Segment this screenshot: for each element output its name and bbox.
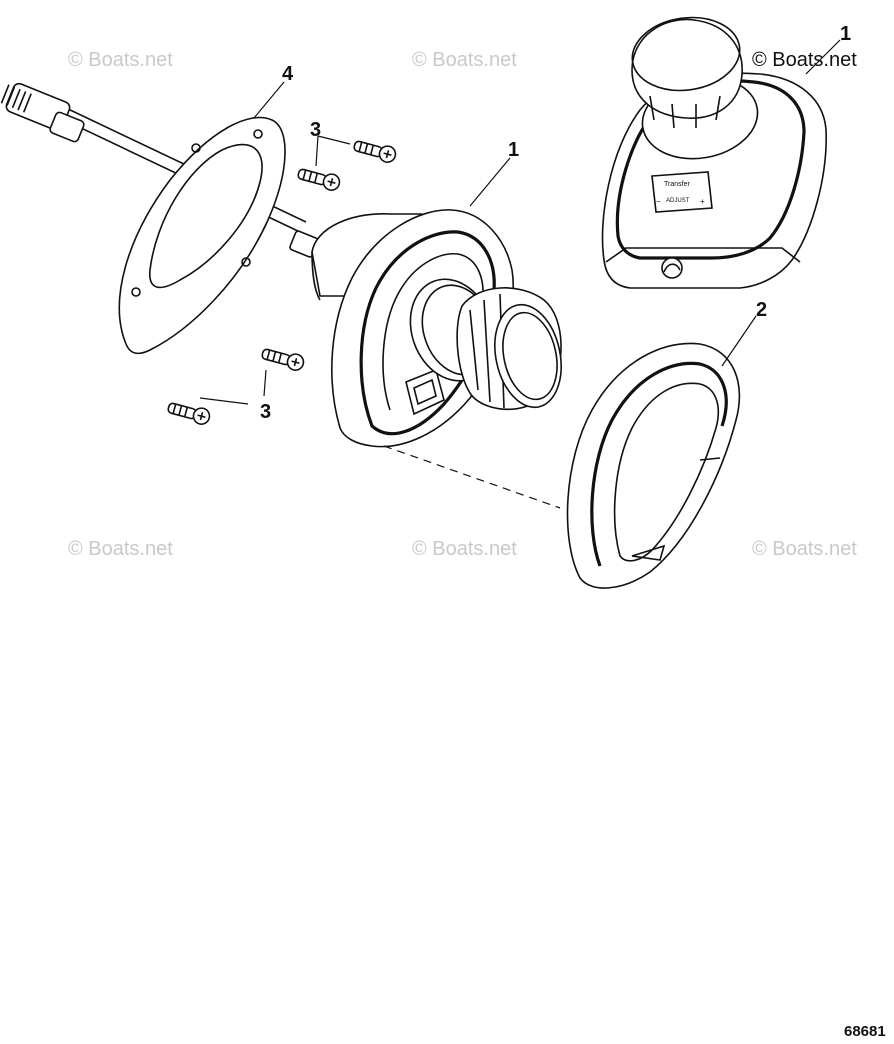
watermark-bottom-center: © Boats.net (412, 538, 517, 560)
inset-panel-label-line2: ADJUST (666, 198, 690, 204)
callouts: 4 3 1 3 2 1 (260, 23, 851, 423)
screw-lower-right (261, 348, 305, 371)
figure-number: 68681 (844, 1023, 886, 1040)
leader-lines (199, 39, 841, 509)
gasket (118, 116, 286, 355)
callout-screws-upper: 3 (310, 119, 321, 141)
callout-screws-lower: 3 (260, 401, 271, 423)
callout-controller-inset: 1 (840, 23, 851, 45)
watermarks: © Boats.net © Boats.net © Boats.net © Bo… (68, 49, 857, 560)
screws (167, 140, 397, 425)
watermark-top-right: © Boats.net (752, 49, 857, 71)
watermark-bottom-right: © Boats.net (752, 538, 857, 560)
callout-cover: 2 (756, 299, 767, 321)
screw-lower-left (167, 402, 211, 425)
controller-assembly (311, 209, 562, 448)
watermark-top-left: © Boats.net (68, 49, 173, 71)
watermark-bottom-left: © Boats.net (68, 538, 173, 560)
cover (566, 342, 741, 589)
screw-upper-right (353, 140, 397, 163)
alignment-dashed-line (383, 445, 561, 509)
cable-harness (0, 82, 319, 258)
callout-controller-assembly: 1 (508, 139, 519, 161)
inset-logo-icon (661, 257, 683, 279)
callout-gasket: 4 (282, 63, 294, 85)
screw-upper-left (297, 168, 341, 191)
inset-panel-plus: + (700, 197, 705, 206)
inset-panel-minus: − (656, 197, 661, 206)
watermark-top-center: © Boats.net (412, 49, 517, 71)
controller-inset: Transfer ADJUST − + (601, 16, 827, 289)
inset-panel-label-line1: Transfer (664, 181, 690, 188)
